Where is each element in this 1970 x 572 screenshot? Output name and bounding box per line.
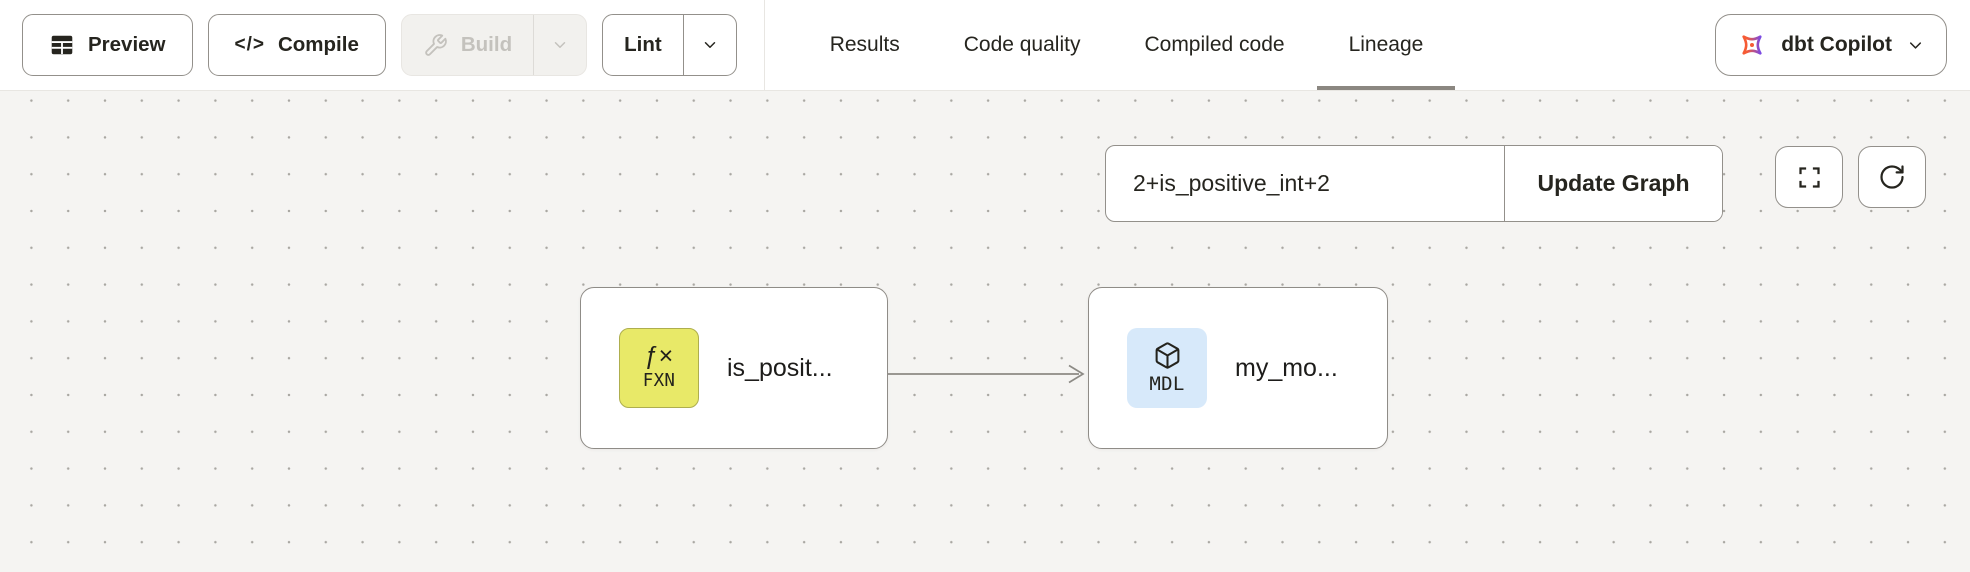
- function-type-badge: ƒ× FXN: [619, 328, 699, 408]
- node-label: my_mo...: [1235, 353, 1338, 382]
- ide-toolbar: Preview </> Compile Build: [0, 0, 1970, 91]
- compile-button[interactable]: </> Compile: [207, 14, 386, 76]
- cube-icon: [1153, 341, 1182, 370]
- table-icon: [49, 32, 75, 58]
- update-graph-button[interactable]: Update Graph: [1504, 146, 1722, 221]
- chevron-down-icon: [701, 36, 719, 54]
- build-dropdown-toggle[interactable]: [533, 15, 586, 75]
- wrench-icon: [423, 33, 448, 58]
- fx-icon: ƒ×: [644, 342, 674, 371]
- chevron-down-icon: [1906, 36, 1925, 55]
- preview-button[interactable]: Preview: [22, 14, 193, 76]
- toolbar-button-group: Preview </> Compile Build: [22, 14, 737, 76]
- lint-button-label: Lint: [624, 33, 662, 56]
- code-brackets-icon: </>: [234, 34, 265, 55]
- build-button[interactable]: Build: [402, 15, 533, 75]
- chevron-down-icon: [551, 36, 569, 54]
- lint-split-button: Lint: [602, 14, 737, 76]
- fullscreen-icon: [1796, 164, 1823, 191]
- lineage-edge-arrow: [888, 364, 1085, 384]
- lineage-canvas[interactable]: Update Graph ƒ× FXN is_posit...: [0, 91, 1970, 572]
- refresh-button[interactable]: [1858, 146, 1926, 208]
- tab-lineage[interactable]: Lineage: [1316, 0, 1456, 90]
- active-tab-underline: [1316, 86, 1456, 90]
- preview-button-label: Preview: [88, 33, 166, 56]
- lineage-node-function[interactable]: ƒ× FXN is_posit...: [580, 287, 888, 449]
- lineage-selector-input[interactable]: [1106, 146, 1504, 221]
- node-label: is_posit...: [727, 353, 833, 382]
- lint-dropdown-toggle[interactable]: [682, 15, 736, 75]
- model-type-badge: MDL: [1127, 328, 1207, 408]
- resource-type-code: FXN: [642, 371, 676, 392]
- fullscreen-button[interactable]: [1775, 146, 1843, 208]
- dbt-copilot-button[interactable]: dbt Copilot: [1715, 14, 1947, 76]
- build-button-label: Build: [460, 33, 513, 56]
- lineage-node-model[interactable]: MDL my_mo...: [1088, 287, 1388, 449]
- toolbar-divider: [763, 0, 765, 90]
- lineage-selector-bar: Update Graph: [1105, 145, 1723, 222]
- result-tabs: Results Code quality Compiled code Linea…: [798, 0, 1456, 90]
- dbt-copilot-spark-icon: [1737, 30, 1767, 60]
- tab-compiled-code[interactable]: Compiled code: [1144, 33, 1285, 56]
- tab-results[interactable]: Results: [829, 33, 900, 56]
- tab-code-quality[interactable]: Code quality: [963, 33, 1081, 56]
- build-split-button: Build: [400, 14, 588, 76]
- lint-button[interactable]: Lint: [603, 15, 683, 75]
- dbt-copilot-label: dbt Copilot: [1781, 33, 1892, 56]
- resource-type-code: MDL: [1149, 373, 1185, 396]
- refresh-icon: [1878, 163, 1906, 191]
- compile-button-label: Compile: [277, 33, 359, 56]
